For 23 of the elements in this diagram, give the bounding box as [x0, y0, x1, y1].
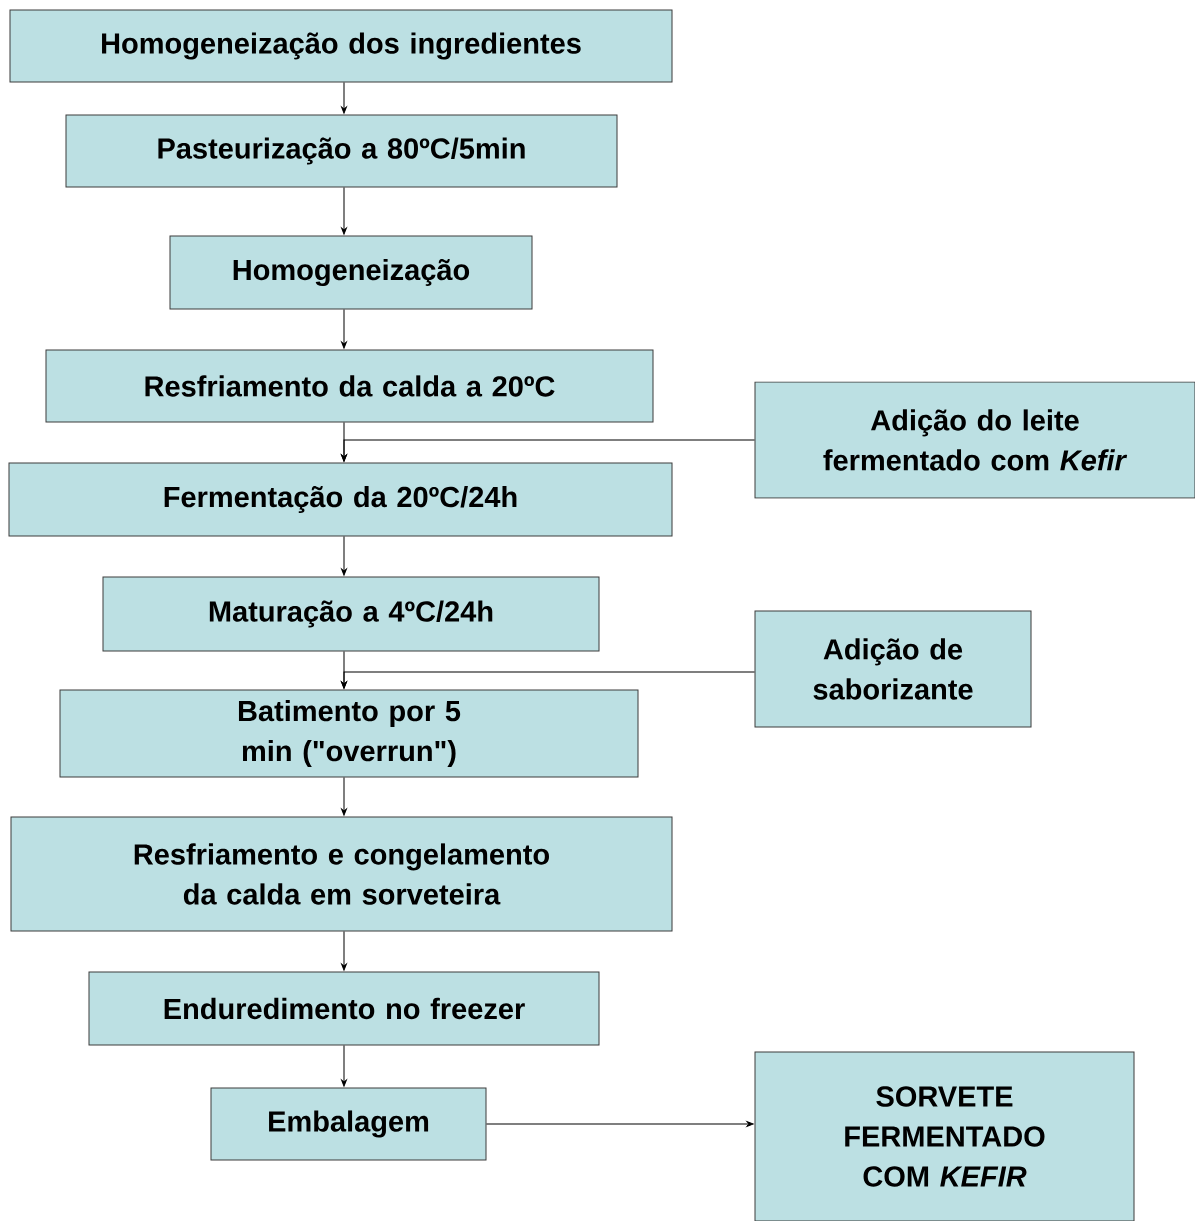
- process-box: Embalagem: [210, 1087, 487, 1161]
- arrow: [341, 777, 347, 816]
- process-box: Maturação a 4ºC/24h: [102, 576, 600, 652]
- arrow: [486, 1121, 754, 1127]
- process-box: Homogeneização: [169, 235, 533, 310]
- arrow: [341, 187, 347, 235]
- process-box: SORVETE FERMENTADO COM KEFIR: [754, 1051, 1135, 1221]
- process-box: Resfriamento da calda a 20ºC: [45, 349, 654, 423]
- arrow: [341, 671, 755, 689]
- process-box: Adição do leite fermentado com Kefir: [754, 381, 1195, 499]
- process-box: Fermentação da 20ºC/24h: [8, 462, 673, 537]
- arrow: [341, 1045, 347, 1087]
- arrow: [341, 309, 347, 349]
- process-box: Pasteurização a 80ºC/5min: [65, 114, 618, 188]
- arrow: [341, 439, 755, 462]
- process-box: Homogeneização dos ingredientes: [9, 9, 673, 83]
- arrow: [341, 931, 347, 971]
- arrow: [341, 536, 347, 576]
- process-box: Batimento por 5 min ("overrun"): [59, 689, 639, 778]
- process-box: Adição de saborizante: [754, 610, 1032, 728]
- process-box: Resfriamento e congelamento da calda em sorveteira: [10, 816, 673, 932]
- arrow: [341, 82, 347, 114]
- process-box: Enduredimento no freezer: [88, 971, 600, 1046]
